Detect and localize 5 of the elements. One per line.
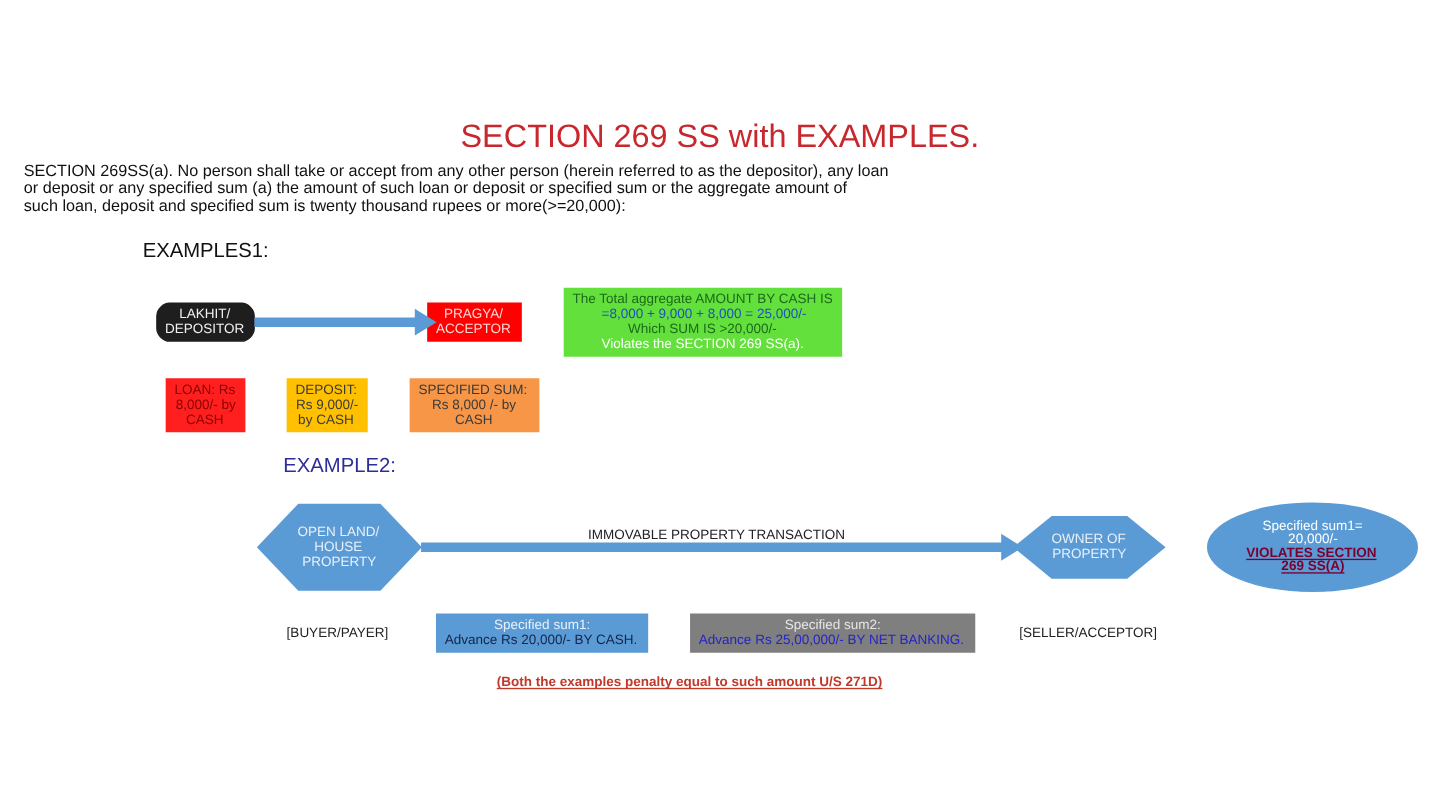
arrow xyxy=(254,308,437,336)
label: EXAMPLE2: xyxy=(283,456,396,479)
diagram-title: SECTION 269 SS with EXAMPLES. xyxy=(460,118,980,155)
label: EXAMPLES1: xyxy=(142,241,269,264)
arrow xyxy=(421,533,1024,561)
